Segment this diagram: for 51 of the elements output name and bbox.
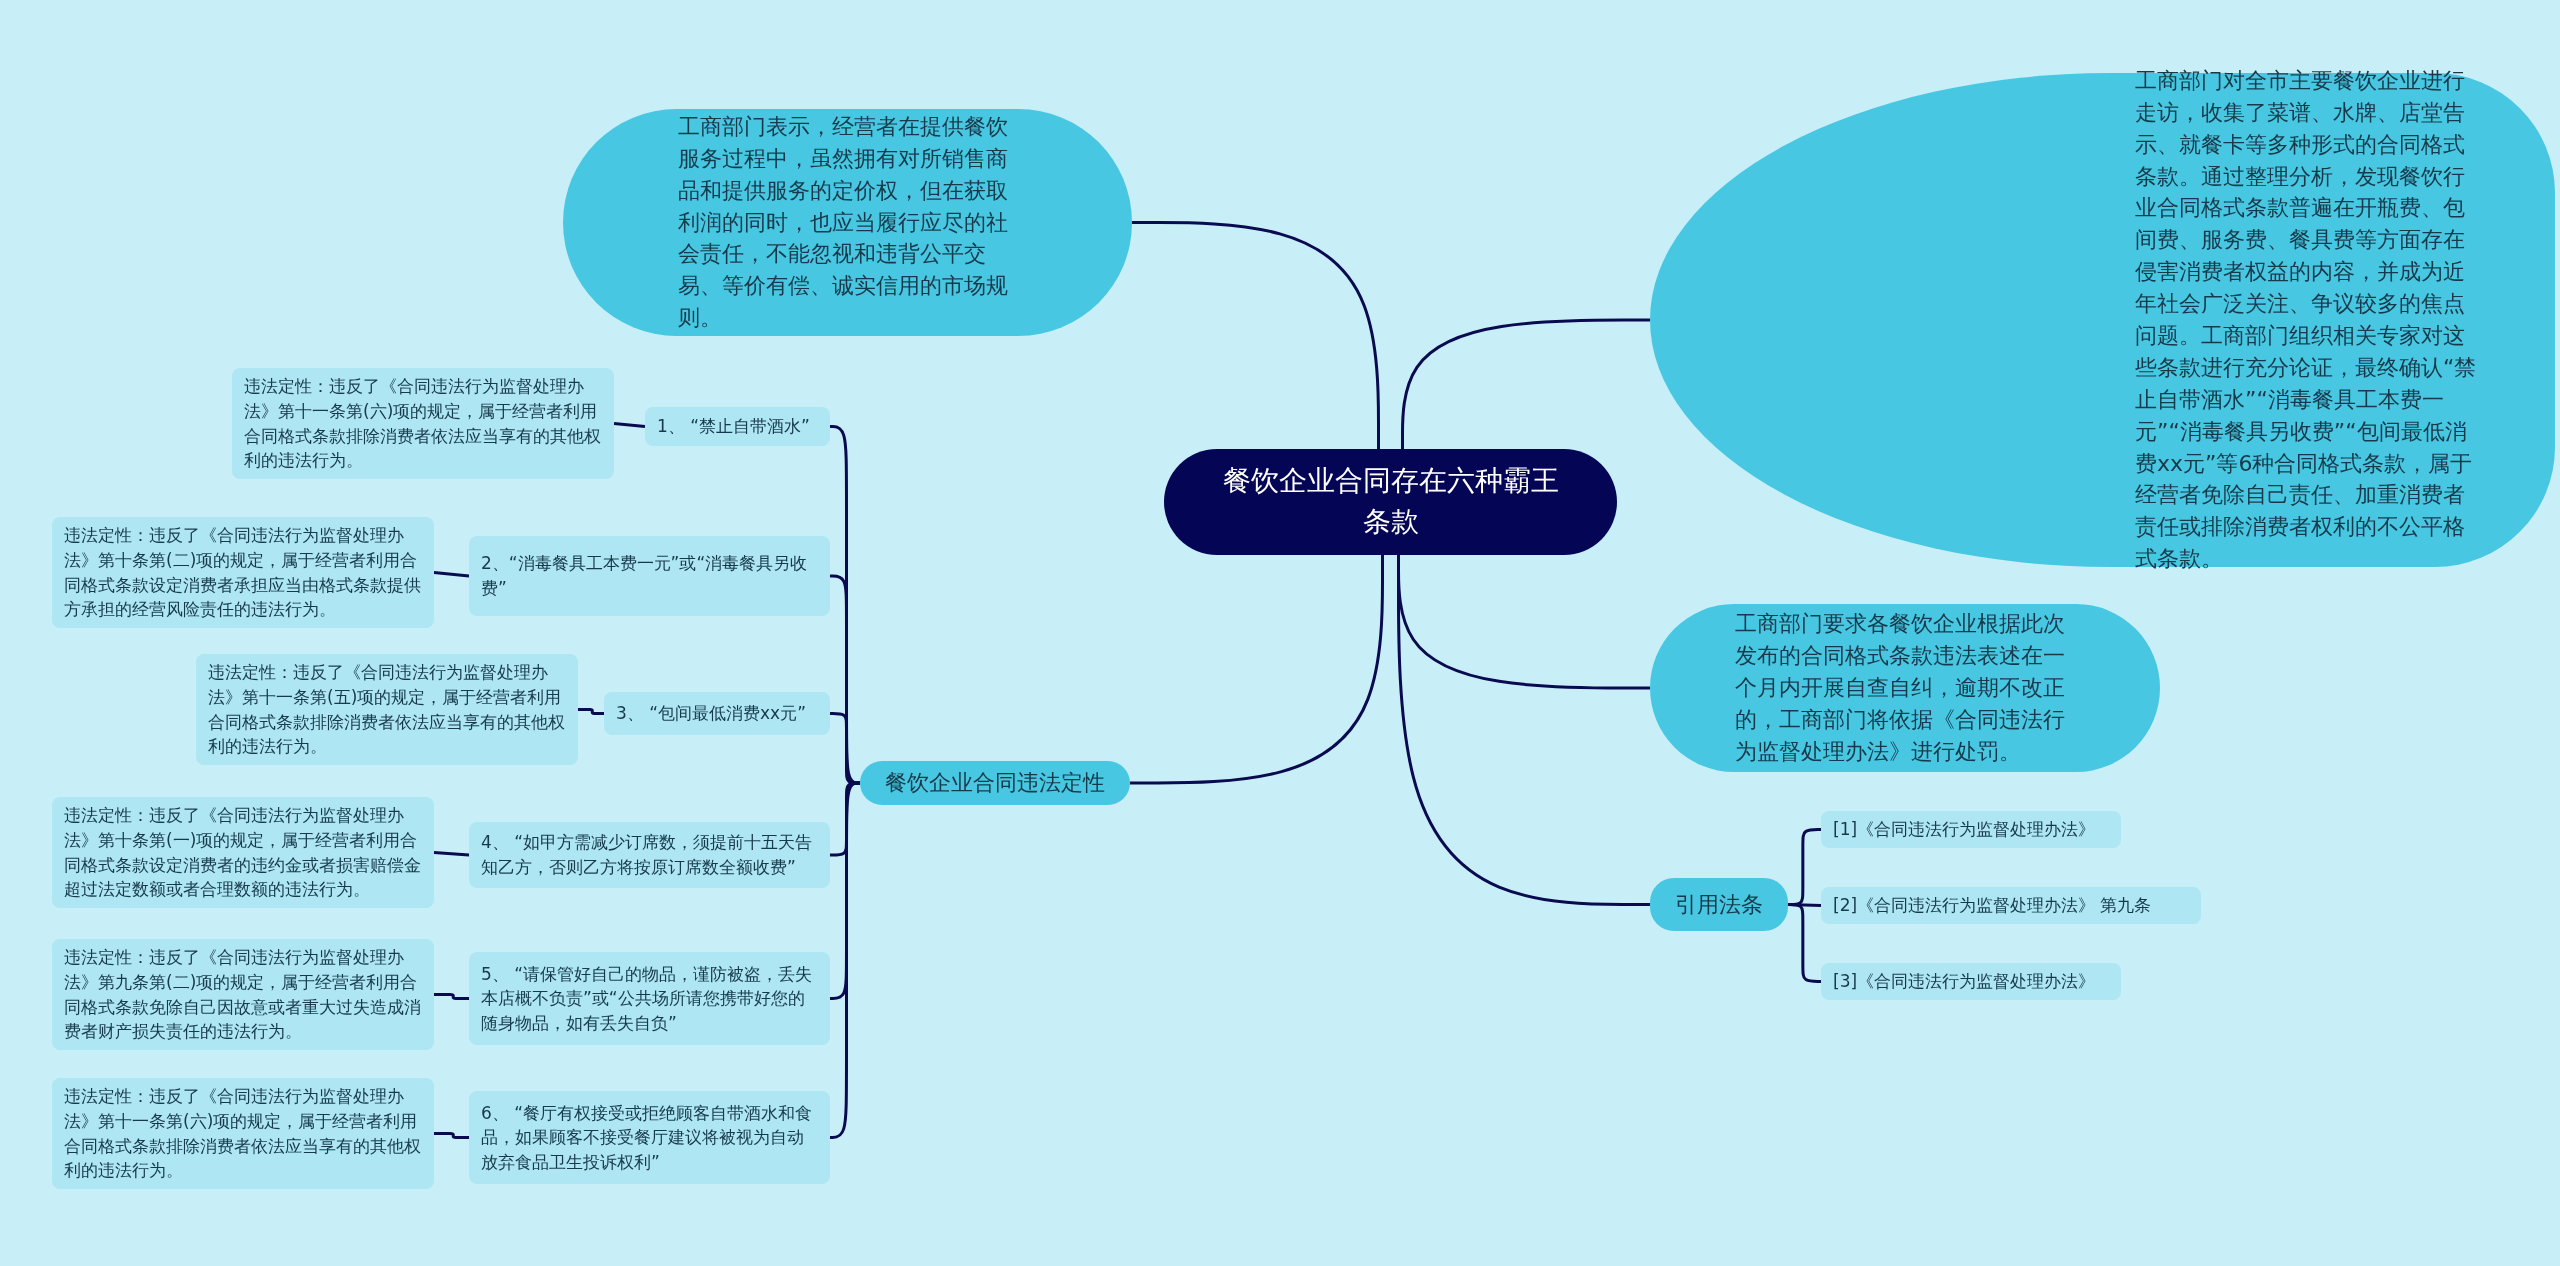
connector-line (613, 422, 646, 428)
node-text: 违法定性：违反了《合同违法行为监督处理办法》第十条第(二)项的规定，属于经营者利用合同格式条款设定消费者承担应当由格式条款提供方承担的经营风险责任的违法行为。 (64, 524, 422, 622)
node-text: 违法定性：违反了《合同违法行为监督处理办法》第十一条第(五)项的规定，属于经营者利用合同格式条款排除消费者依法应当享有的其他权利的违法行为。 (208, 661, 566, 759)
node-text: 引用法条 (1675, 890, 1763, 919)
connector-line (434, 1132, 469, 1139)
node-text: 工商部门对全市主要餐饮企业进行走访，收集了菜谱、水牌、店堂告示、就餐卡等多种形式的合同格式条款。通过整理分析，发现餐饮行业合同格式条款普遍在开瓶费、包间费、服务费、餐具费等方面存在侵害消费者权益的内容，并成为近年社会广泛关注、争议较多的焦点问题。工商部门组织相关专家对这些条款进行充分论证，最终确认“禁止自带酒水”“消毒餐具工本费一元”“消毒餐具另收费”“包间最低消费xx元”等6种合同格式条款，属于经营者免除自己责任、加重消费者责任或排除消费者权利的不公平格式条款。 (2135, 66, 2478, 574)
node-text: 违法定性：违反了《合同违法行为监督处理办法》第十条第(一)项的规定，属于经营者利用合同格式条款设定消费者的违约金或者损害赔偿金超过法定数额或者合理数额的违法行为。 (64, 804, 422, 902)
node-text: 6、 “餐厅有权接受或拒绝顾客自带酒水和食品，如果顾客不接受餐厅建议将被视为自动放弃食品卫生投诉权利” (481, 1101, 814, 1174)
connector-line (1132, 221, 1380, 449)
ruling-box (52, 939, 434, 1050)
clause-box (469, 822, 830, 888)
node-text: 违法定性：违反了《合同违法行为监督处理办法》第九条第(二)项的规定，属于经营者利用合同格式条款免除自己因故意或者重大过失造成消费者财产损失责任的违法行为。 (64, 946, 422, 1044)
reference-box (1821, 963, 2121, 1000)
connector-line (1397, 555, 1650, 906)
ruling-box (232, 368, 614, 479)
connector-line (1130, 555, 1384, 785)
clause-box (469, 1091, 830, 1184)
node-text: [2]《合同违法行为监督处理办法》 第九条 (1833, 894, 2152, 918)
ruling-box (52, 517, 434, 628)
node-text: 3、 “包间最低消费xx元” (616, 702, 806, 726)
node-text: 5、 “请保管好自己的物品，谨防被盗，丢失本店概不负责”或“公共场所请您携带好您的随身物品，如有丢失自负” (481, 962, 814, 1035)
topic-pill (1650, 878, 1788, 931)
clause-box (469, 536, 830, 616)
clause-box (604, 692, 830, 735)
ruling-box (52, 1078, 434, 1189)
connector-line (434, 993, 469, 1000)
topic-pill (860, 761, 1130, 805)
node-text: 餐饮企业合同违法定性 (885, 769, 1105, 798)
node-text: 工商部门要求各餐饮企业根据此次发布的合同格式条款违法表述在一个月内开展自查自纠，逾期不改正的，工商部门将依据《合同违法行为监督处理办法》进行处罚。 (1735, 610, 2066, 766)
connector-line (433, 851, 470, 857)
node-text: 违法定性：违反了《合同违法行为监督处理办法》第十一条第(六)项的规定，属于经营者利用合同格式条款排除消费者依法应当享有的其他权利的违法行为。 (244, 375, 602, 473)
node-text: 餐饮企业合同存在六种霸王条款 (1221, 463, 1560, 540)
ruling-box (52, 797, 434, 908)
reference-box (1821, 811, 2121, 848)
clause-box (645, 407, 830, 446)
node-text: [3]《合同违法行为监督处理办法》 (1833, 970, 2096, 994)
clause-box (469, 952, 830, 1045)
ruling-box (196, 654, 578, 765)
connector-line (1401, 318, 1650, 449)
connector-line (433, 571, 470, 578)
connector-line (578, 708, 604, 715)
node-text: 4、 “如甲方需减少订席数，须提前十五天告知乙方，否则乙方将按原订席数全额收费” (481, 831, 814, 879)
connector-line (830, 712, 860, 785)
node-text: 2、“消毒餐具工本费一元”或“消毒餐具另收费” (481, 552, 809, 600)
node-text: 工商部门表示，经营者在提供餐饮服务过程中，虽然拥有对所销售商品和提供服务的定价权，但在获取利润的同时，也应当履行应尽的社会责任，不能忽视和违背公平交易、等价有偿、诚实信用的市场规则。 (677, 112, 1009, 333)
reference-box (1821, 887, 2201, 924)
connector-line (1788, 903, 1821, 983)
node-text: 1、 “禁止自带酒水” (657, 415, 810, 439)
node-text: [1]《合同违法行为监督处理办法》 (1833, 818, 2096, 842)
connector-line (830, 781, 861, 1139)
node-text: 违法定性：违反了《合同违法行为监督处理办法》第十一条第(六)项的规定，属于经营者利用合同格式条款排除消费者依法应当享有的其他权利的违法行为。 (64, 1085, 422, 1183)
